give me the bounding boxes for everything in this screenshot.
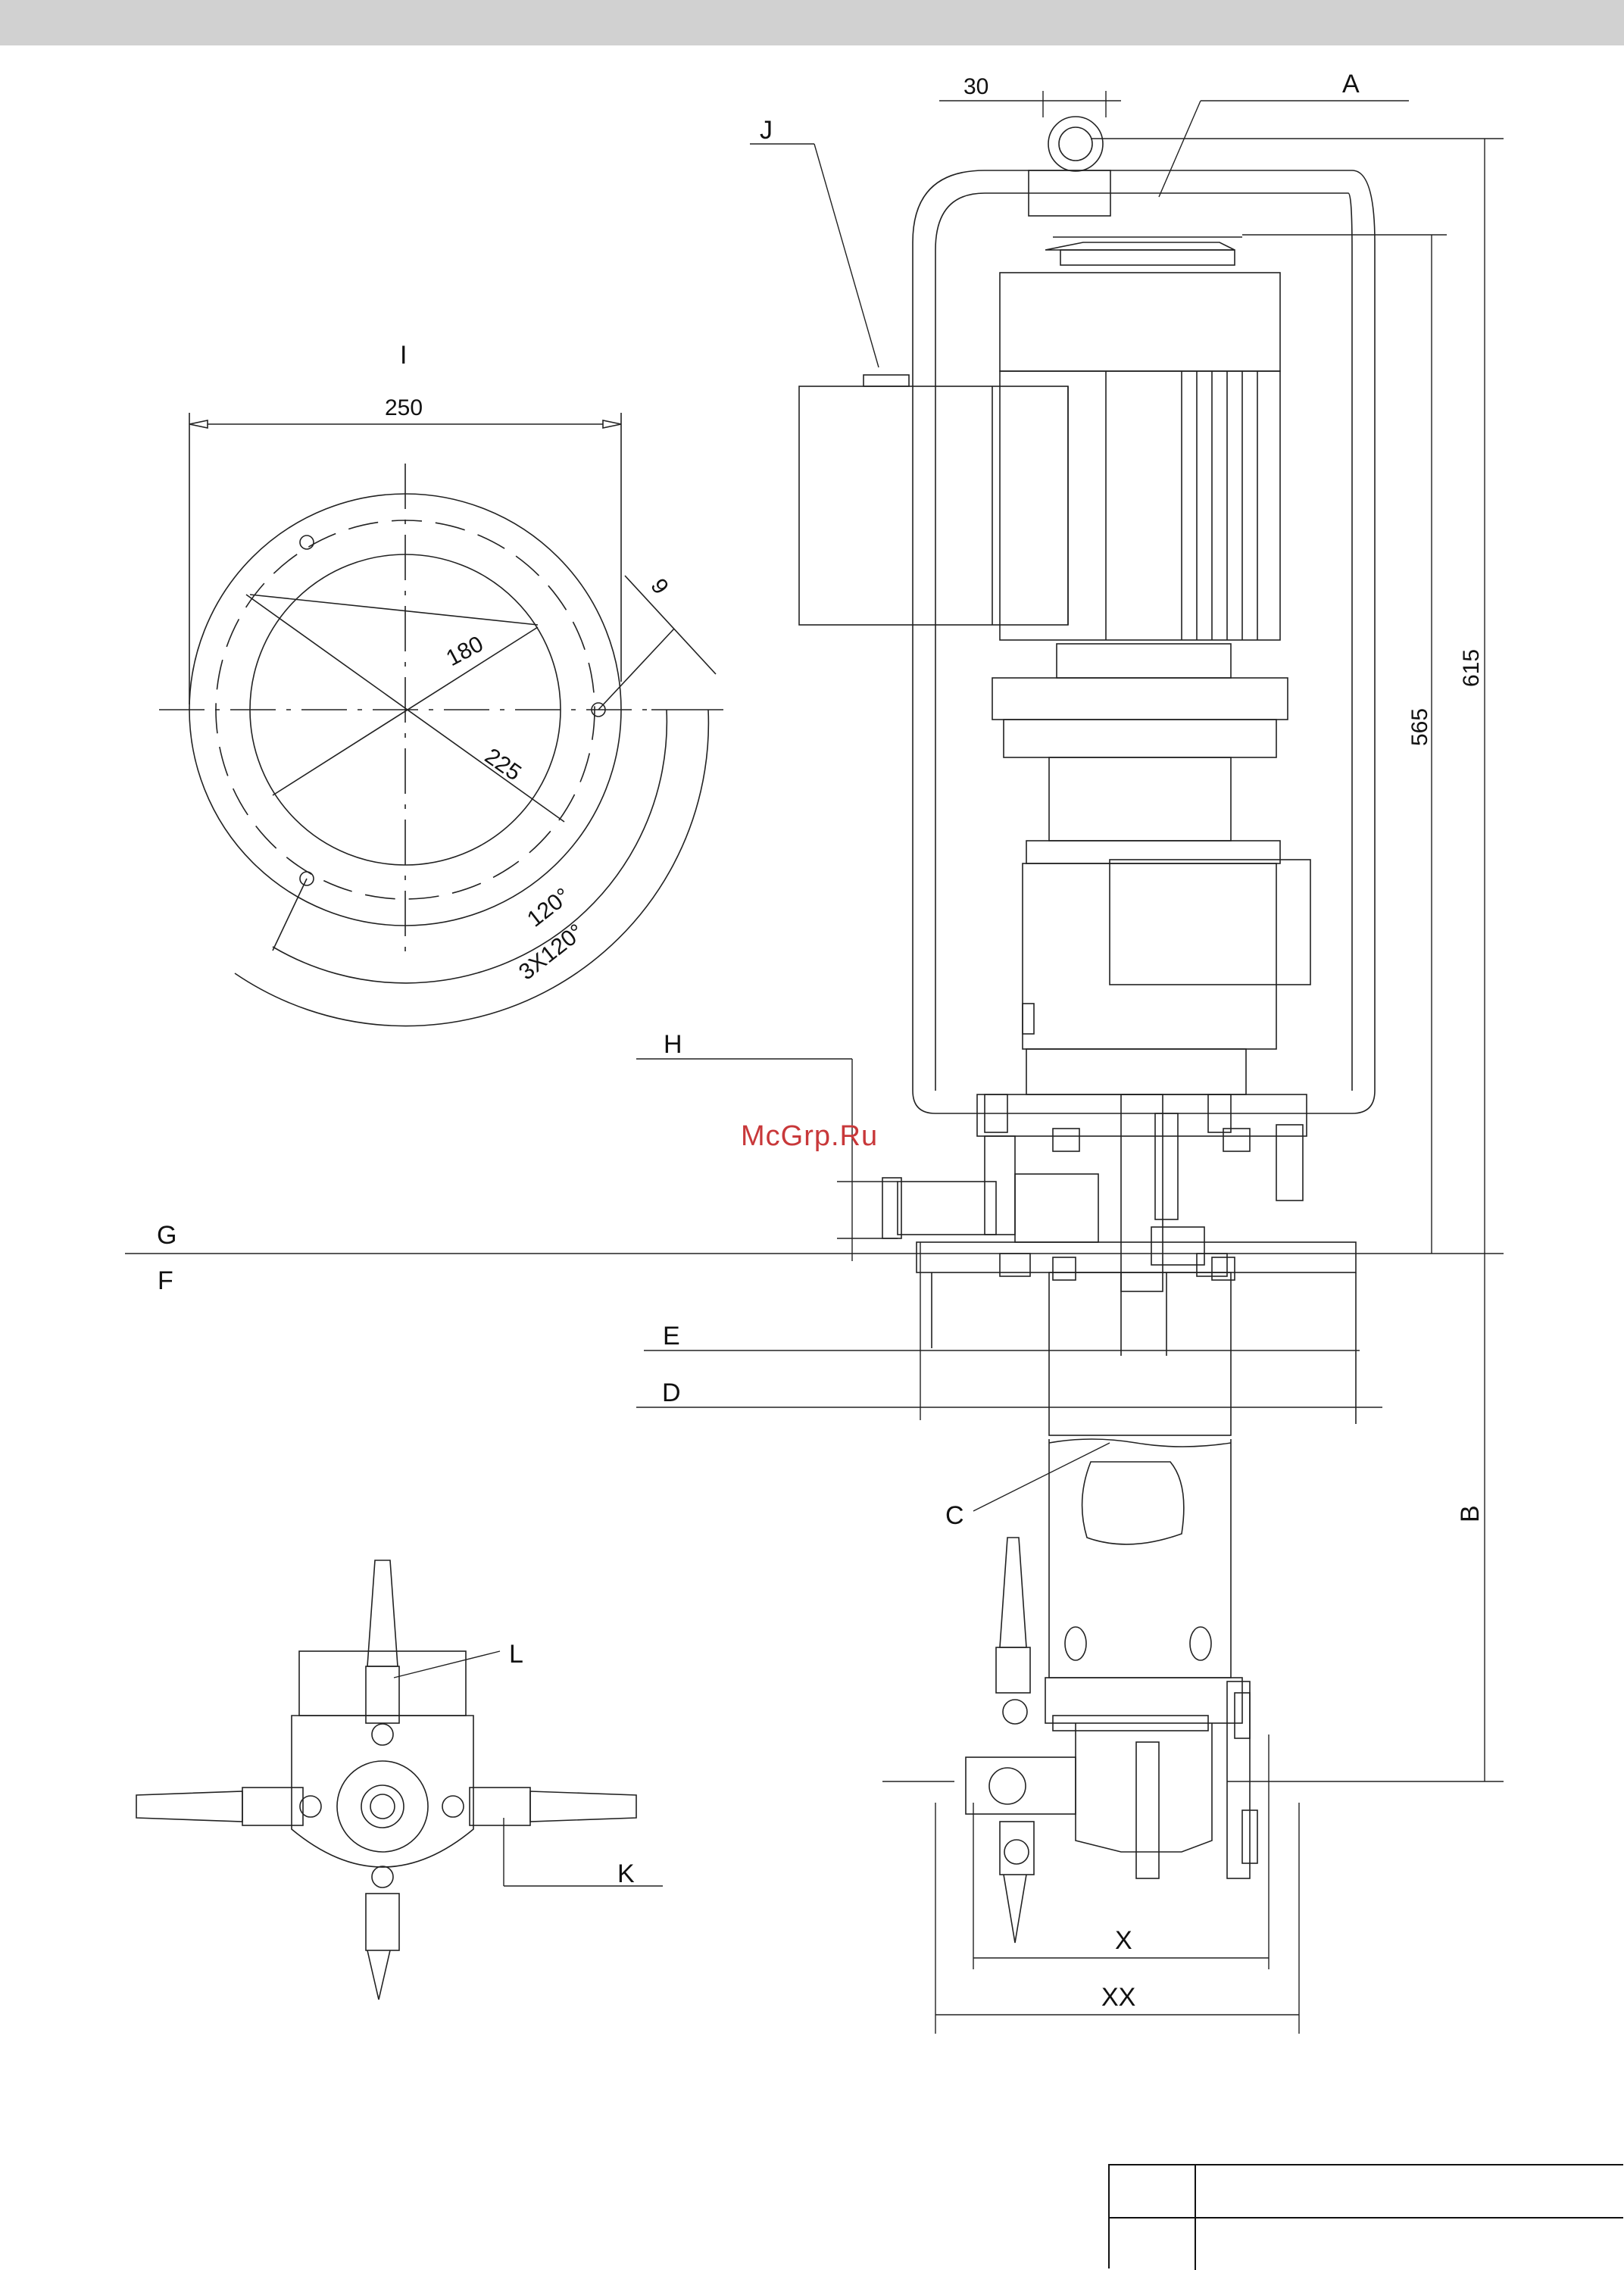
lower-pump-body — [1045, 1678, 1242, 1723]
label-G: G — [157, 1221, 176, 1250]
title-block-row-2 — [1110, 2218, 1623, 2270]
label-J: J — [760, 116, 773, 145]
base-plate — [917, 1242, 1356, 1272]
immersion-tube — [1049, 1272, 1231, 1435]
terminal-box — [799, 386, 1068, 625]
label-D: D — [662, 1379, 681, 1407]
mounting-plate — [977, 1094, 1307, 1136]
label-B: B — [1456, 1505, 1485, 1522]
label-L: L — [509, 1640, 523, 1669]
label-H: H — [664, 1030, 682, 1059]
dim-180: 180 — [442, 632, 488, 672]
title-block-divider — [1195, 2165, 1196, 2270]
label-K: K — [617, 1859, 635, 1888]
dimension-lines — [125, 91, 1504, 2034]
outlet-nozzle — [898, 1182, 996, 1235]
label-XX: XX — [1101, 1983, 1135, 2012]
label-X: X — [1115, 1926, 1132, 1955]
title-block — [1108, 2164, 1623, 2268]
title-block-row-1 — [1110, 2165, 1623, 2218]
dim-250: 250 — [385, 395, 423, 420]
gearbox — [1049, 757, 1231, 841]
dim-3x120deg: 3X120° — [514, 920, 589, 985]
dim-30: 30 — [963, 74, 988, 99]
watermark-text: McGrp.Ru — [741, 1120, 878, 1152]
lifting-eye — [1048, 117, 1103, 171]
flange-view — [159, 413, 723, 1026]
label-C: C — [945, 1501, 964, 1530]
gear-flange — [992, 678, 1288, 720]
motor-body — [1000, 371, 1280, 640]
dim-565: 565 — [1407, 708, 1432, 746]
dim-615: 615 — [1459, 649, 1484, 687]
label-A: A — [1342, 70, 1360, 98]
motor-fan-cover — [1000, 273, 1280, 371]
pump-housing — [1023, 863, 1276, 1049]
label-I: I — [400, 341, 407, 370]
label-E: E — [663, 1322, 680, 1350]
lifting-frame — [913, 170, 1375, 1113]
valve-top-view — [136, 1560, 636, 2000]
bolt-hole-1 — [300, 535, 314, 549]
main-assembly — [799, 117, 1375, 1943]
dim-225: 225 — [480, 744, 526, 786]
dim-9: 9 — [645, 574, 673, 599]
label-F: F — [158, 1266, 173, 1295]
